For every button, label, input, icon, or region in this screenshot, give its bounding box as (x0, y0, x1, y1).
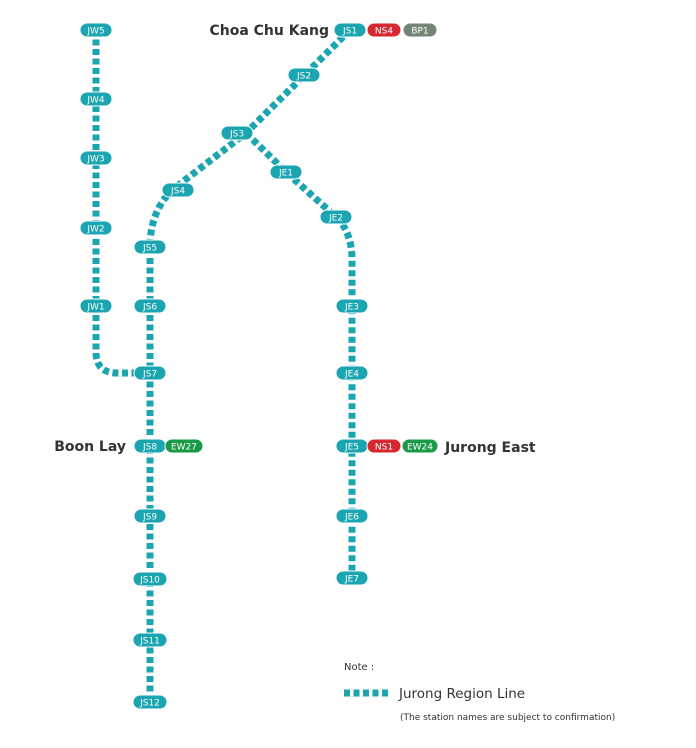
station-js9: JS9 (133, 508, 167, 524)
station-jw4: JW4 (79, 91, 113, 107)
station-js1: JS1 (333, 22, 367, 38)
station-code-label: JE2 (328, 214, 343, 224)
station-pill (133, 239, 167, 255)
station-pill (335, 570, 369, 586)
station-pill (132, 571, 168, 587)
station-pill (133, 298, 167, 314)
legend-disclaimer: (The station names are subject to confir… (400, 713, 615, 723)
station-pill (133, 365, 167, 381)
station-jw1: JW1 (79, 298, 113, 314)
station-je3: JE3 (335, 298, 369, 314)
interchange-name-boon-lay: Boon Lay (54, 439, 126, 455)
station-je7: JE7 (335, 570, 369, 586)
station-pill (335, 508, 369, 524)
station-code-label: JW5 (86, 27, 104, 37)
route-jw-branch (92, 30, 150, 377)
station-code-label: JE6 (344, 513, 359, 523)
station-code-label: JE1 (278, 169, 293, 179)
station-code-label: JS8 (142, 443, 157, 453)
station-code-label: NS4 (375, 27, 393, 37)
station-js6: JS6 (133, 298, 167, 314)
station-je5: JE5 (335, 438, 369, 454)
station-code-label: JS3 (229, 130, 244, 140)
station-code-label: JE7 (344, 575, 359, 585)
connection-ns1: NS1 (366, 438, 402, 454)
station-pill (333, 22, 367, 38)
station-pill (79, 220, 113, 236)
station-code-label: JW4 (86, 96, 105, 106)
station-js5: JS5 (133, 239, 167, 255)
station-pill (79, 150, 113, 166)
station-js4: JS4 (161, 182, 195, 198)
station-pill (164, 438, 204, 454)
station-js3: JS3 (220, 125, 254, 141)
station-jw5: JW5 (79, 22, 113, 38)
station-pill (161, 182, 195, 198)
station-code-label: JE3 (344, 303, 359, 313)
station-code-label: JE4 (344, 370, 359, 380)
station-je2: JE2 (319, 209, 353, 225)
station-code-label: JS9 (142, 513, 157, 523)
connection-ew27: EW27 (164, 438, 204, 454)
station-pill (335, 365, 369, 381)
station-pill (366, 438, 402, 454)
station-code-label: JW2 (86, 225, 104, 235)
station-je6: JE6 (335, 508, 369, 524)
station-code-label: JS6 (142, 303, 157, 313)
station-pill (133, 508, 167, 524)
station-code-label: JW1 (86, 303, 104, 313)
station-js2: JS2 (287, 67, 321, 83)
station-pill (132, 694, 168, 710)
station-code-label: JS12 (139, 699, 160, 709)
interchange-name-jurong-east: Jurong East (444, 440, 536, 456)
connection-ew24: EW24 (401, 438, 439, 454)
interchange-name-choa-chu-kang: Choa Chu Kang (209, 23, 329, 39)
station-js12: JS12 (132, 694, 168, 710)
station-code-label: JS4 (170, 187, 185, 197)
station-code-label: JS10 (139, 576, 160, 586)
station-je4: JE4 (335, 365, 369, 381)
station-pill (402, 22, 438, 38)
station-pill (79, 91, 113, 107)
legend-note-title: Note : (344, 662, 374, 673)
station-pill (220, 125, 254, 141)
station-code-label: EW24 (407, 443, 433, 453)
station-jw2: JW2 (79, 220, 113, 236)
station-js11: JS11 (132, 632, 168, 648)
station-code-label: BP1 (411, 27, 428, 37)
station-code-label: JS11 (139, 637, 160, 647)
connection-bp1: BP1 (402, 22, 438, 38)
station-pill (366, 22, 402, 38)
station-code-label: JS5 (142, 244, 157, 254)
station-pill (335, 298, 369, 314)
station-pill (79, 298, 113, 314)
route-je-branch (243, 130, 356, 578)
station-code-label: EW27 (171, 443, 197, 453)
station-pill (79, 22, 113, 38)
station-pill (319, 209, 353, 225)
station-pill (287, 67, 321, 83)
station-js7: JS7 (133, 365, 167, 381)
station-js8: JS8 (133, 438, 167, 454)
connection-ns4: NS4 (366, 22, 402, 38)
station-je1: JE1 (269, 164, 303, 180)
station-code-label: JS7 (142, 370, 157, 380)
station-pill (401, 438, 439, 454)
station-code-label: NS1 (375, 443, 393, 453)
station-pill (269, 164, 303, 180)
station-code-label: JW3 (86, 155, 104, 165)
station-code-label: JE5 (344, 443, 359, 453)
legend-line-label: Jurong Region Line (398, 686, 525, 702)
station-jw3: JW3 (79, 150, 113, 166)
station-pill (132, 632, 168, 648)
station-code-label: JS1 (342, 27, 357, 37)
station-code-label: JS2 (296, 72, 311, 82)
station-js10: JS10 (132, 571, 168, 587)
